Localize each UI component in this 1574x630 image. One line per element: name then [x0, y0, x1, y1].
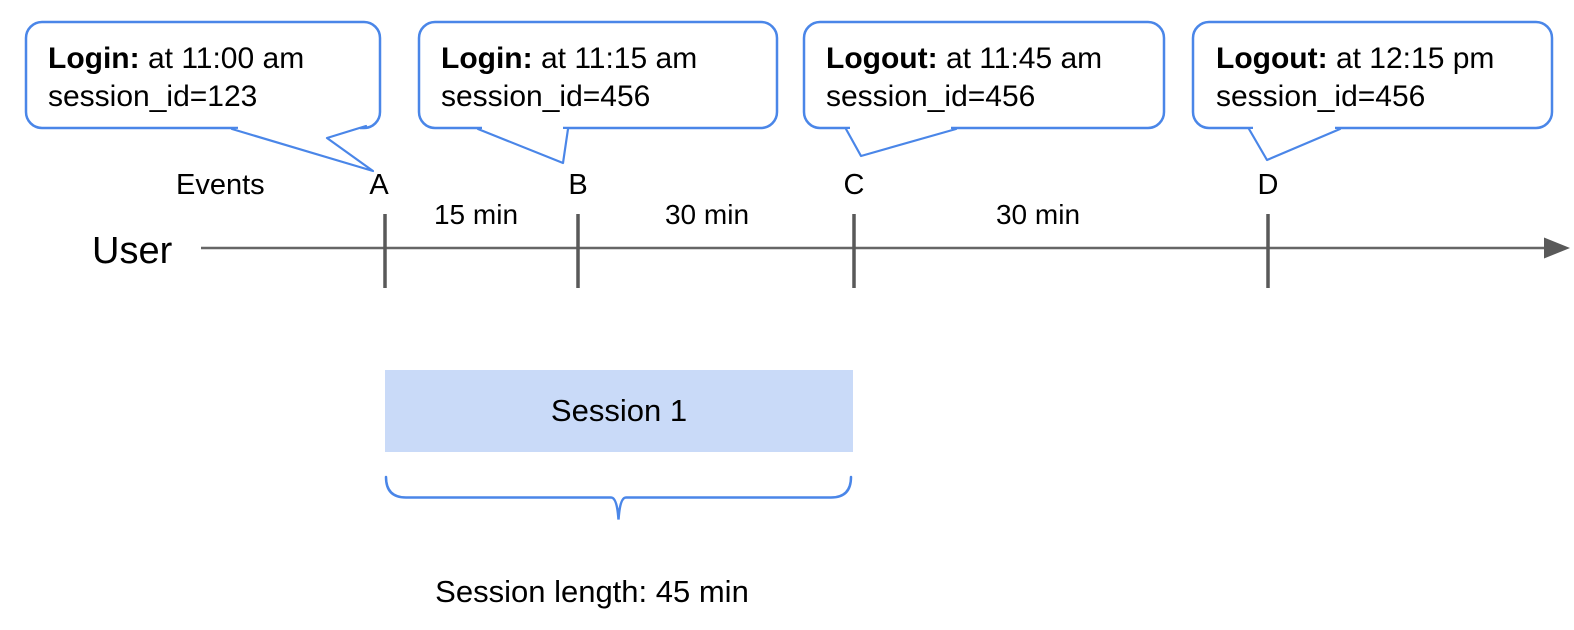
callout-bubble-4 [1191, 20, 1554, 130]
event-letter-b: B [568, 169, 588, 201]
callout-tail-1 [230, 124, 375, 173]
callout-2-session-id: session_id=456 [441, 80, 651, 113]
interval-label-bc: 30 min [664, 199, 750, 230]
callout-tail-3 [844, 127, 958, 158]
callout-3-session-id: session_id=456 [826, 80, 1036, 113]
callout-4-line1: Logout: at 12:15 pm [1216, 40, 1494, 78]
interval-label-ab: 15 min [433, 199, 519, 230]
event-letter-d: D [1257, 169, 1279, 201]
session-1-box: Session 1 [385, 370, 853, 452]
callout-bubble-2 [417, 20, 779, 130]
session-length-caption: Session length: 45 min [435, 574, 749, 609]
callout-1-time: at 11:00 am [139, 42, 305, 75]
callout-text-4: Logout: at 12:15 pm session_id=456 [1216, 40, 1494, 116]
event-letter-a: A [369, 169, 389, 201]
callout-bubble-3 [802, 20, 1166, 130]
callout-3-event-type: Logout: [826, 42, 938, 75]
callout-bubble-1 [24, 20, 382, 130]
callout-1-session-id: session_id=123 [48, 80, 258, 113]
callout-3-line1: Logout: at 11:45 am [826, 40, 1102, 78]
callout-4-time: at 12:15 pm [1327, 42, 1495, 75]
session-1-box-label: Session 1 [550, 393, 688, 428]
callout-text-2: Login: at 11:15 am session_id=456 [441, 40, 697, 116]
callout-4-event-type: Logout: [1216, 42, 1328, 75]
timeline-arrowhead-icon [1544, 237, 1570, 259]
session-length-brace [384, 475, 853, 520]
callout-tail-4 [1247, 127, 1342, 162]
callout-2-event-type: Login: [441, 42, 533, 75]
callout-2-time: at 11:15 am [532, 42, 698, 75]
callout-tail-2 [476, 127, 570, 165]
event-letter-c: C [843, 169, 865, 201]
user-row-label: User [92, 230, 173, 272]
callout-2-line1: Login: at 11:15 am [441, 40, 697, 78]
callout-text-3: Logout: at 11:45 am session_id=456 [826, 40, 1102, 116]
callout-3-time: at 11:45 am [937, 42, 1103, 75]
interval-label-cd: 30 min [995, 199, 1081, 230]
callout-1-event-type: Login: [48, 42, 140, 75]
callout-1-line1: Login: at 11:00 am [48, 40, 304, 78]
callout-4-session-id: session_id=456 [1216, 80, 1426, 113]
events-axis-label: Events [176, 169, 265, 201]
callout-text-1: Login: at 11:00 am session_id=123 [48, 40, 304, 116]
